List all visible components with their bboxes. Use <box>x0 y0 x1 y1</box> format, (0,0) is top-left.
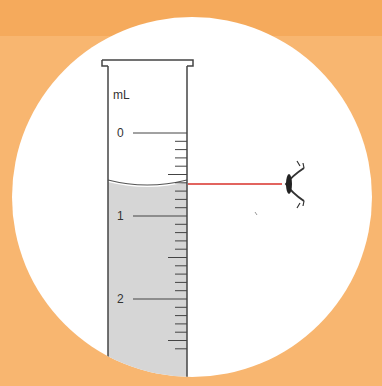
tick-mark <box>175 240 187 241</box>
cylinder-lip <box>102 60 193 66</box>
tick-mark <box>175 191 187 192</box>
tick-mark <box>133 216 187 217</box>
eye <box>286 161 304 208</box>
scale-number: 0 <box>117 126 124 140</box>
liquid <box>108 182 187 386</box>
tick-mark <box>175 274 187 275</box>
tick-mark <box>175 290 187 291</box>
label-anchor: mL <box>113 88 130 102</box>
label-anchor: 1 <box>117 209 124 223</box>
tick-mark <box>133 133 187 134</box>
tick-mark <box>175 232 187 233</box>
tick-mark <box>175 307 187 308</box>
tick-mark <box>175 149 187 150</box>
tick-mark <box>168 174 187 175</box>
scale-ticks <box>133 133 187 349</box>
tick-mark <box>133 299 187 300</box>
tick-mark <box>175 249 187 250</box>
unit-label: mL <box>113 88 130 102</box>
label-anchor: 2 <box>117 292 124 306</box>
speck <box>255 212 257 215</box>
cylinder <box>102 60 193 386</box>
tick-mark <box>168 340 187 341</box>
tick-mark <box>175 282 187 283</box>
cylinder-wall <box>108 66 187 386</box>
tick-mark <box>175 182 187 183</box>
tick-mark <box>168 257 187 258</box>
tick-mark <box>175 224 187 225</box>
scale-number: 1 <box>117 209 124 223</box>
tick-mark <box>175 265 187 266</box>
tick-mark <box>175 348 187 349</box>
meniscus <box>108 180 187 185</box>
tick-mark <box>175 332 187 333</box>
sight-line <box>188 183 282 185</box>
frame-circle <box>12 17 372 377</box>
tick-mark <box>175 166 187 167</box>
tick-mark <box>175 207 187 208</box>
scale-number: 2 <box>117 292 124 306</box>
tick-mark <box>175 199 187 200</box>
tick-mark <box>175 141 187 142</box>
tick-mark <box>175 157 187 158</box>
tick-mark <box>175 315 187 316</box>
tick-mark <box>175 323 187 324</box>
label-anchor: 0 <box>117 126 124 140</box>
